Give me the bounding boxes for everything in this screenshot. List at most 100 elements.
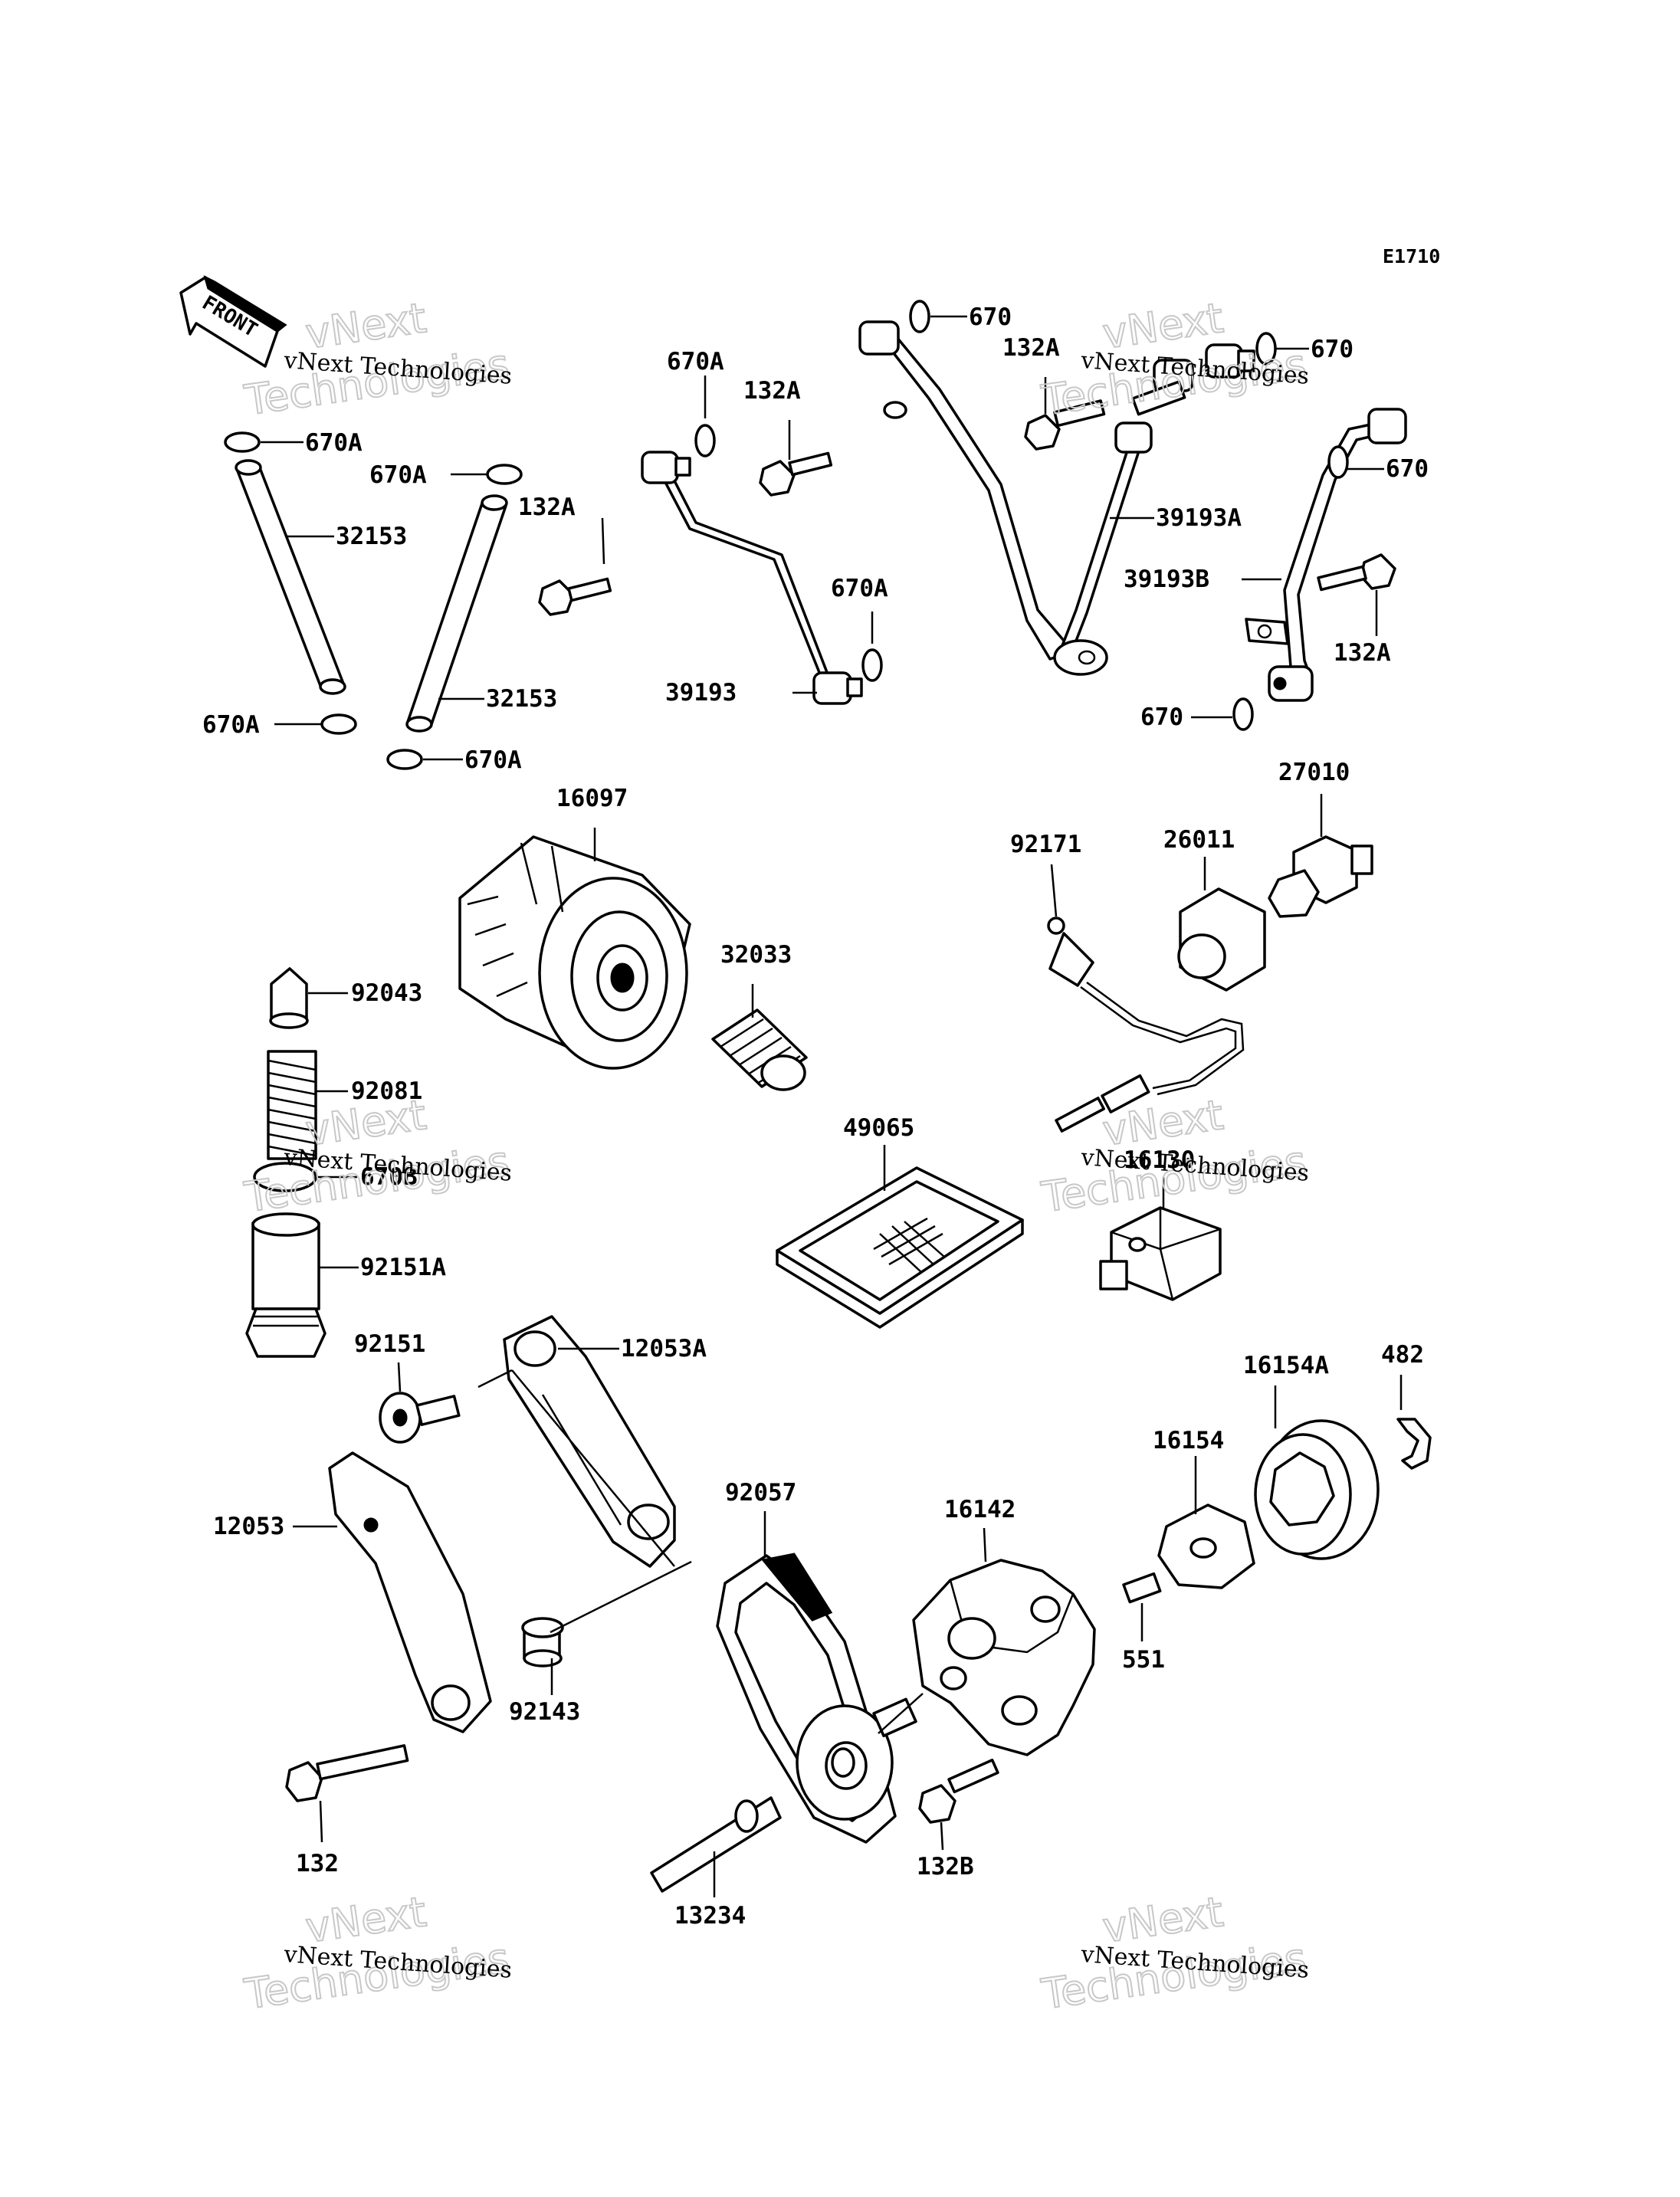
callout-92143: 92143 xyxy=(509,1698,580,1726)
oil-pipe-39193a xyxy=(858,320,1153,676)
cap-92043 xyxy=(269,967,309,1029)
bolt-132a xyxy=(538,577,612,616)
callout-670b: 670B xyxy=(360,1163,418,1191)
callout-670a: 670A xyxy=(831,575,888,602)
callout-26011: 26011 xyxy=(1163,826,1235,854)
o-ring-icon xyxy=(386,749,423,770)
svg-text:vNext: vNext xyxy=(303,293,429,358)
callout-670a: 670A xyxy=(202,711,260,739)
callout-49065: 49065 xyxy=(843,1114,914,1142)
callout-92171: 92171 xyxy=(1010,831,1081,858)
watermark: vNext Technologies vNext Technologies xyxy=(241,1887,513,2019)
spring-32033 xyxy=(711,1008,808,1091)
inner-rotor-16154 xyxy=(1157,1503,1255,1589)
chain-guide-12053a xyxy=(503,1315,676,1568)
pipe-32153-left xyxy=(235,459,346,695)
callout-670a: 670A xyxy=(369,461,427,489)
callout-39193: 39193 xyxy=(665,679,737,707)
callout-92057: 92057 xyxy=(725,1479,796,1507)
circlip-482 xyxy=(1396,1418,1432,1470)
svg-text:vNext: vNext xyxy=(303,1090,429,1155)
callout-132a: 132A xyxy=(743,377,801,405)
fitting-16130 xyxy=(1099,1206,1222,1301)
callout-16097: 16097 xyxy=(556,785,628,812)
svg-text:vNext: vNext xyxy=(303,1887,429,1952)
oil-screen-49065 xyxy=(776,1166,1024,1329)
svg-text:vNext: vNext xyxy=(1100,1887,1226,1952)
watermark: vNext Technologies vNext Technologies xyxy=(1038,1887,1310,2019)
leader-lines xyxy=(261,315,1403,1897)
watermark: vNext Technologies vNext Technologies xyxy=(1038,293,1310,425)
callout-92151a: 92151A xyxy=(360,1254,446,1281)
o-ring-icon xyxy=(909,300,930,333)
bolt-92151a xyxy=(245,1212,326,1358)
bolt-132 xyxy=(285,1744,409,1802)
front-arrow-icon: FRONT xyxy=(179,275,287,368)
bolt-132b xyxy=(918,1759,999,1824)
clamp-92171 xyxy=(1047,917,1094,987)
o-ring-icon xyxy=(1327,445,1349,479)
callout-27010: 27010 xyxy=(1278,759,1350,786)
callout-92043: 92043 xyxy=(351,979,422,1007)
callout-670a: 670A xyxy=(667,348,724,375)
o-ring-icon xyxy=(320,713,357,735)
oil-pipe-39193 xyxy=(641,451,863,705)
callout-32153: 32153 xyxy=(336,523,407,550)
o-ring-icon xyxy=(1232,697,1254,731)
collar-92143 xyxy=(521,1617,564,1667)
callout-132b: 132B xyxy=(917,1853,974,1881)
callout-16142: 16142 xyxy=(944,1496,1016,1523)
lead-wire xyxy=(1086,981,1245,1096)
lead-wire xyxy=(1080,985,1237,1090)
callout-13234: 13234 xyxy=(674,1902,746,1930)
bolt-132a xyxy=(759,451,833,497)
oil-pump-16142 xyxy=(912,1559,1096,1756)
oil-filter-16097 xyxy=(458,835,691,1070)
o-ring-icon xyxy=(694,424,716,457)
o-ring-icon xyxy=(486,464,523,485)
chain-tensioner-12053 xyxy=(328,1451,492,1733)
watermark: vNext Technologies vNext Technologies xyxy=(241,293,513,425)
callout-39193a: 39193A xyxy=(1156,504,1242,532)
o-ring-icon xyxy=(253,1162,317,1192)
connector xyxy=(1055,1074,1150,1133)
callout-32033: 32033 xyxy=(720,941,792,969)
callout-12053a: 12053A xyxy=(621,1335,707,1362)
callout-16154a: 16154A xyxy=(1243,1352,1329,1379)
callout-670: 670 xyxy=(1386,455,1429,483)
watermark: vNext Technologies vNext Technologies xyxy=(241,1090,513,1222)
callout-670a: 670A xyxy=(305,429,363,457)
callout-132: 132 xyxy=(296,1850,339,1877)
diagram-code: E1710 xyxy=(1383,245,1440,267)
callout-551: 551 xyxy=(1122,1646,1165,1674)
bolt-132a xyxy=(1317,553,1396,592)
o-ring-icon xyxy=(861,648,883,682)
callout-16130: 16130 xyxy=(1124,1146,1195,1174)
callout-670: 670 xyxy=(969,303,1012,331)
callout-32153: 32153 xyxy=(486,685,557,713)
bolt-132a xyxy=(1024,399,1106,451)
spring-92081 xyxy=(267,1050,317,1160)
bolt-92151 xyxy=(379,1392,461,1444)
callout-670: 670 xyxy=(1311,336,1354,363)
callout-132a: 132A xyxy=(1334,639,1391,667)
callout-482: 482 xyxy=(1381,1341,1424,1369)
callout-670a: 670A xyxy=(464,746,522,774)
outer-rotor-16154a xyxy=(1254,1419,1380,1560)
callout-132a: 132A xyxy=(518,494,576,521)
callout-12053: 12053 xyxy=(213,1513,284,1540)
switch-cover-26011 xyxy=(1177,887,1266,992)
callout-92081: 92081 xyxy=(351,1077,422,1105)
callout-670: 670 xyxy=(1140,703,1183,731)
callout-132a: 132A xyxy=(1002,334,1060,362)
callout-16154: 16154 xyxy=(1153,1427,1224,1454)
callout-39193b: 39193B xyxy=(1124,566,1209,593)
callout-92151: 92151 xyxy=(354,1330,425,1358)
banjo-fitting xyxy=(1131,343,1255,416)
o-ring-icon xyxy=(224,431,261,453)
pin-551 xyxy=(1122,1572,1162,1604)
pressure-switch-27010 xyxy=(1268,835,1373,918)
pipe-32153-right xyxy=(405,494,508,733)
callouts: 670A 32153 670A 32153 670A 670A 670A 132… xyxy=(202,303,1429,1930)
